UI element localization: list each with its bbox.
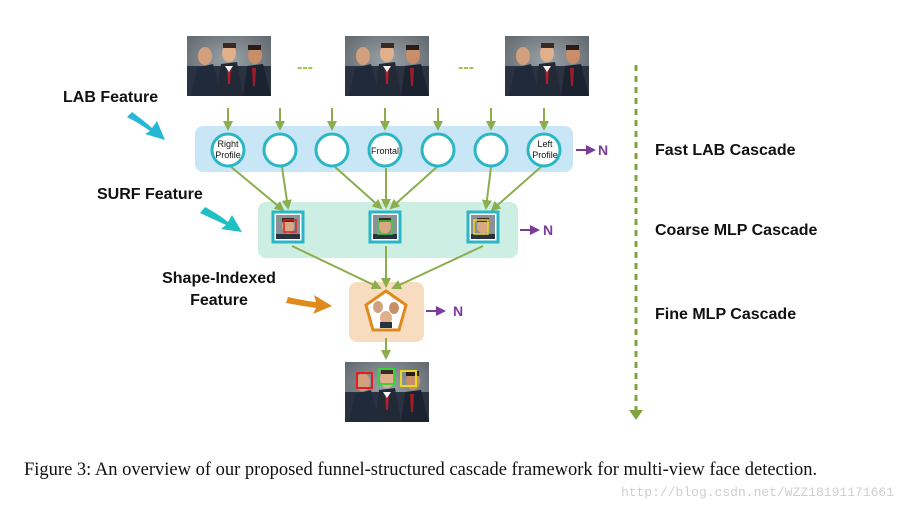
ellipsis-1: --- [297, 59, 313, 76]
stage-label-lab: Fast LAB Cascade [655, 142, 796, 159]
reject-label-lab: N [598, 142, 608, 158]
input-arrows [223, 108, 549, 131]
figure-caption: Figure 3: An overview of our proposed fu… [24, 460, 818, 480]
classifier-right-profile [210, 132, 246, 168]
surf-feature-label: SURF Feature [97, 186, 203, 203]
classifier-5 [420, 132, 456, 168]
stage-divider-arrowhead [629, 410, 643, 420]
left-profile-label-2: Profile [532, 150, 558, 160]
reject-arrows [426, 145, 596, 316]
shape-indexed-label-1: Shape-Indexed [162, 270, 276, 287]
shape-indexed-pointer [286, 295, 332, 314]
left-profile-label-1: Left [537, 139, 553, 149]
classifier-2 [262, 132, 298, 168]
coarse-mlp-tile-2 [368, 210, 402, 244]
surf-feature-pointer [200, 207, 242, 232]
lab-to-coarse-arrows [229, 165, 543, 212]
lab-classifiers [210, 132, 562, 168]
right-profile-label-1: Right [217, 139, 239, 149]
fine-mlp-node [364, 289, 408, 332]
input-image-3 [505, 36, 589, 96]
coarse-mlp-tile-3 [466, 210, 500, 244]
classifier-left-profile [526, 132, 562, 168]
watermark: http://blog.csdn.net/WZZ18191171661 [620, 485, 894, 500]
input-image-1 [187, 36, 271, 96]
right-profile-label-2: Profile [215, 150, 241, 160]
coarse-mlp-tile-1 [271, 210, 305, 244]
lab-feature-pointer [127, 112, 165, 140]
classifier-3 [314, 132, 350, 168]
classifier-6 [473, 132, 509, 168]
coarse-to-fine-arrows [291, 245, 484, 290]
reject-label-fine: N [453, 303, 463, 319]
frontal-label: Frontal [371, 146, 399, 156]
output-image [345, 362, 429, 422]
reject-label-coarse: N [543, 222, 553, 238]
stage-label-coarse: Coarse MLP Cascade [655, 222, 818, 239]
lab-feature-label: LAB Feature [63, 89, 158, 106]
stage-label-fine: Fine MLP Cascade [655, 306, 796, 323]
ellipsis-2: --- [458, 59, 474, 76]
input-image-2 [345, 36, 429, 96]
shape-indexed-label-2: Feature [190, 292, 248, 309]
classifier-frontal [367, 132, 403, 168]
